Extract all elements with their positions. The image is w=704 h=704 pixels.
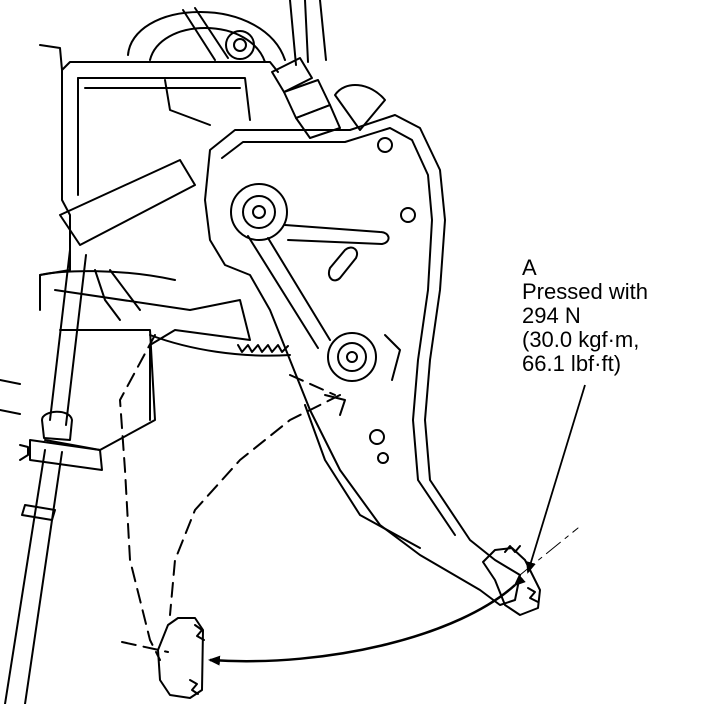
callout-line-3: (30.0 kgf·m, [522,327,640,352]
cable-drum [127,7,286,63]
callout-letter: A [522,255,537,280]
ratchet-sector [149,334,291,357]
pedal-bracket [0,44,279,471]
callout-line-4: 66.1 lbf·ft) [522,351,622,376]
release-rod [4,249,87,704]
pedal-pad-released [121,617,205,699]
pedal-released-outline [119,334,341,661]
parking-cable [271,0,386,139]
force-callout: A Pressed with 294 N (30.0 kgf·m, 66.1 l… [522,256,702,376]
callout-line-2: 294 N [522,303,581,328]
callout-leader [526,384,586,574]
swing-arrow [208,574,526,666]
callout-line-1: Pressed with [522,279,648,304]
pedal-arm [204,114,521,606]
